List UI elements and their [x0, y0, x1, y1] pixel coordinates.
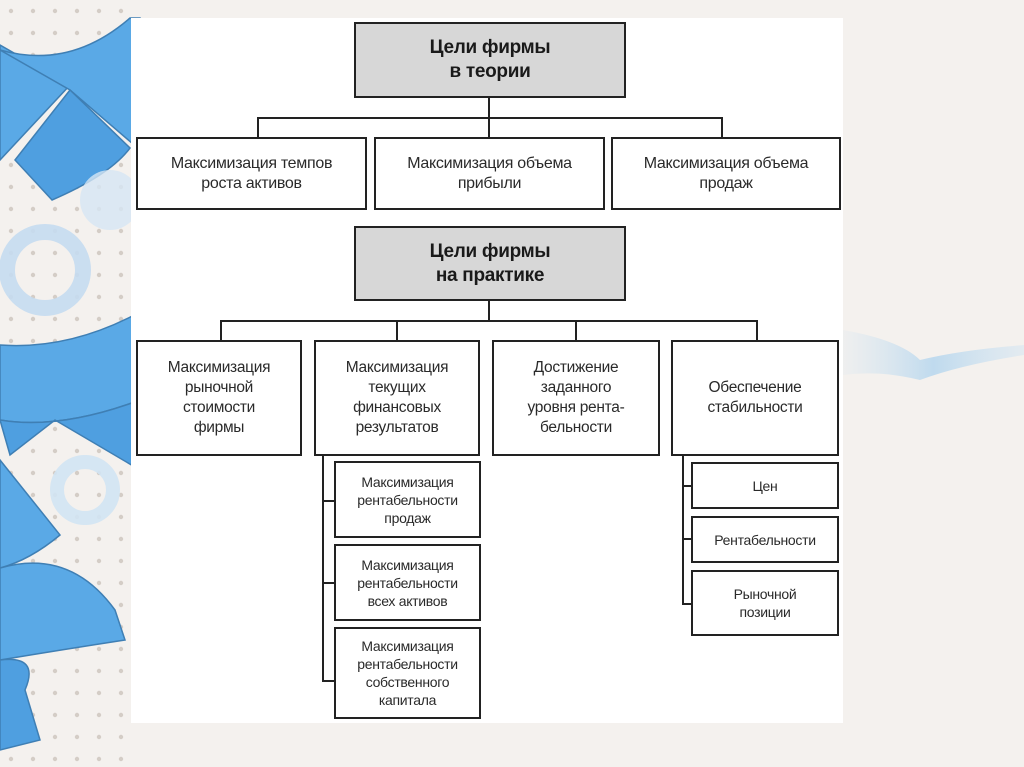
connector	[220, 320, 222, 341]
connector	[682, 455, 684, 605]
theory-goal-asset-growth: Максимизация темпов роста активов	[136, 137, 367, 210]
connector	[396, 320, 398, 341]
connector	[322, 455, 324, 681]
connector	[682, 603, 692, 605]
connector	[721, 117, 723, 138]
subgoal-profitability-stability: Рентабельности	[691, 516, 839, 563]
practice-goal-financial-results: Максимизация текущих финансовых результа…	[314, 340, 480, 456]
theory-goal-profit-volume: Максимизация объема прибыли	[374, 137, 605, 210]
connector	[322, 680, 335, 682]
theory-goals-header: Цели фирмы в теории	[354, 22, 626, 98]
practice-goal-market-value: Максимизация рыночной стоимости фирмы	[136, 340, 302, 456]
connector	[220, 320, 758, 322]
connector	[682, 538, 692, 540]
connector	[322, 500, 335, 502]
subgoal-asset-profitability: Максимизация рентабельности всех активов	[334, 544, 481, 621]
practice-goal-profitability-level: Достижение заданного уровня рента- бельн…	[492, 340, 660, 456]
connector	[257, 117, 259, 138]
theory-goal-sales-volume: Максимизация объема продаж	[611, 137, 841, 210]
connector	[488, 300, 490, 321]
practice-goals-header: Цели фирмы на практике	[354, 226, 626, 301]
connector	[756, 320, 758, 341]
connector	[488, 117, 490, 138]
connector	[257, 117, 723, 119]
subgoal-sales-profitability: Максимизация рентабельности продаж	[334, 461, 481, 538]
subgoal-equity-profitability: Максимизация рентабельности собственного…	[334, 627, 481, 719]
connector	[488, 97, 490, 119]
connector	[322, 582, 335, 584]
practice-goal-stability: Обеспечение стабильности	[671, 340, 839, 456]
connector	[682, 485, 692, 487]
connector	[575, 320, 577, 341]
subgoal-price-stability: Цен	[691, 462, 839, 509]
subgoal-market-position-stability: Рыночной позиции	[691, 570, 839, 636]
